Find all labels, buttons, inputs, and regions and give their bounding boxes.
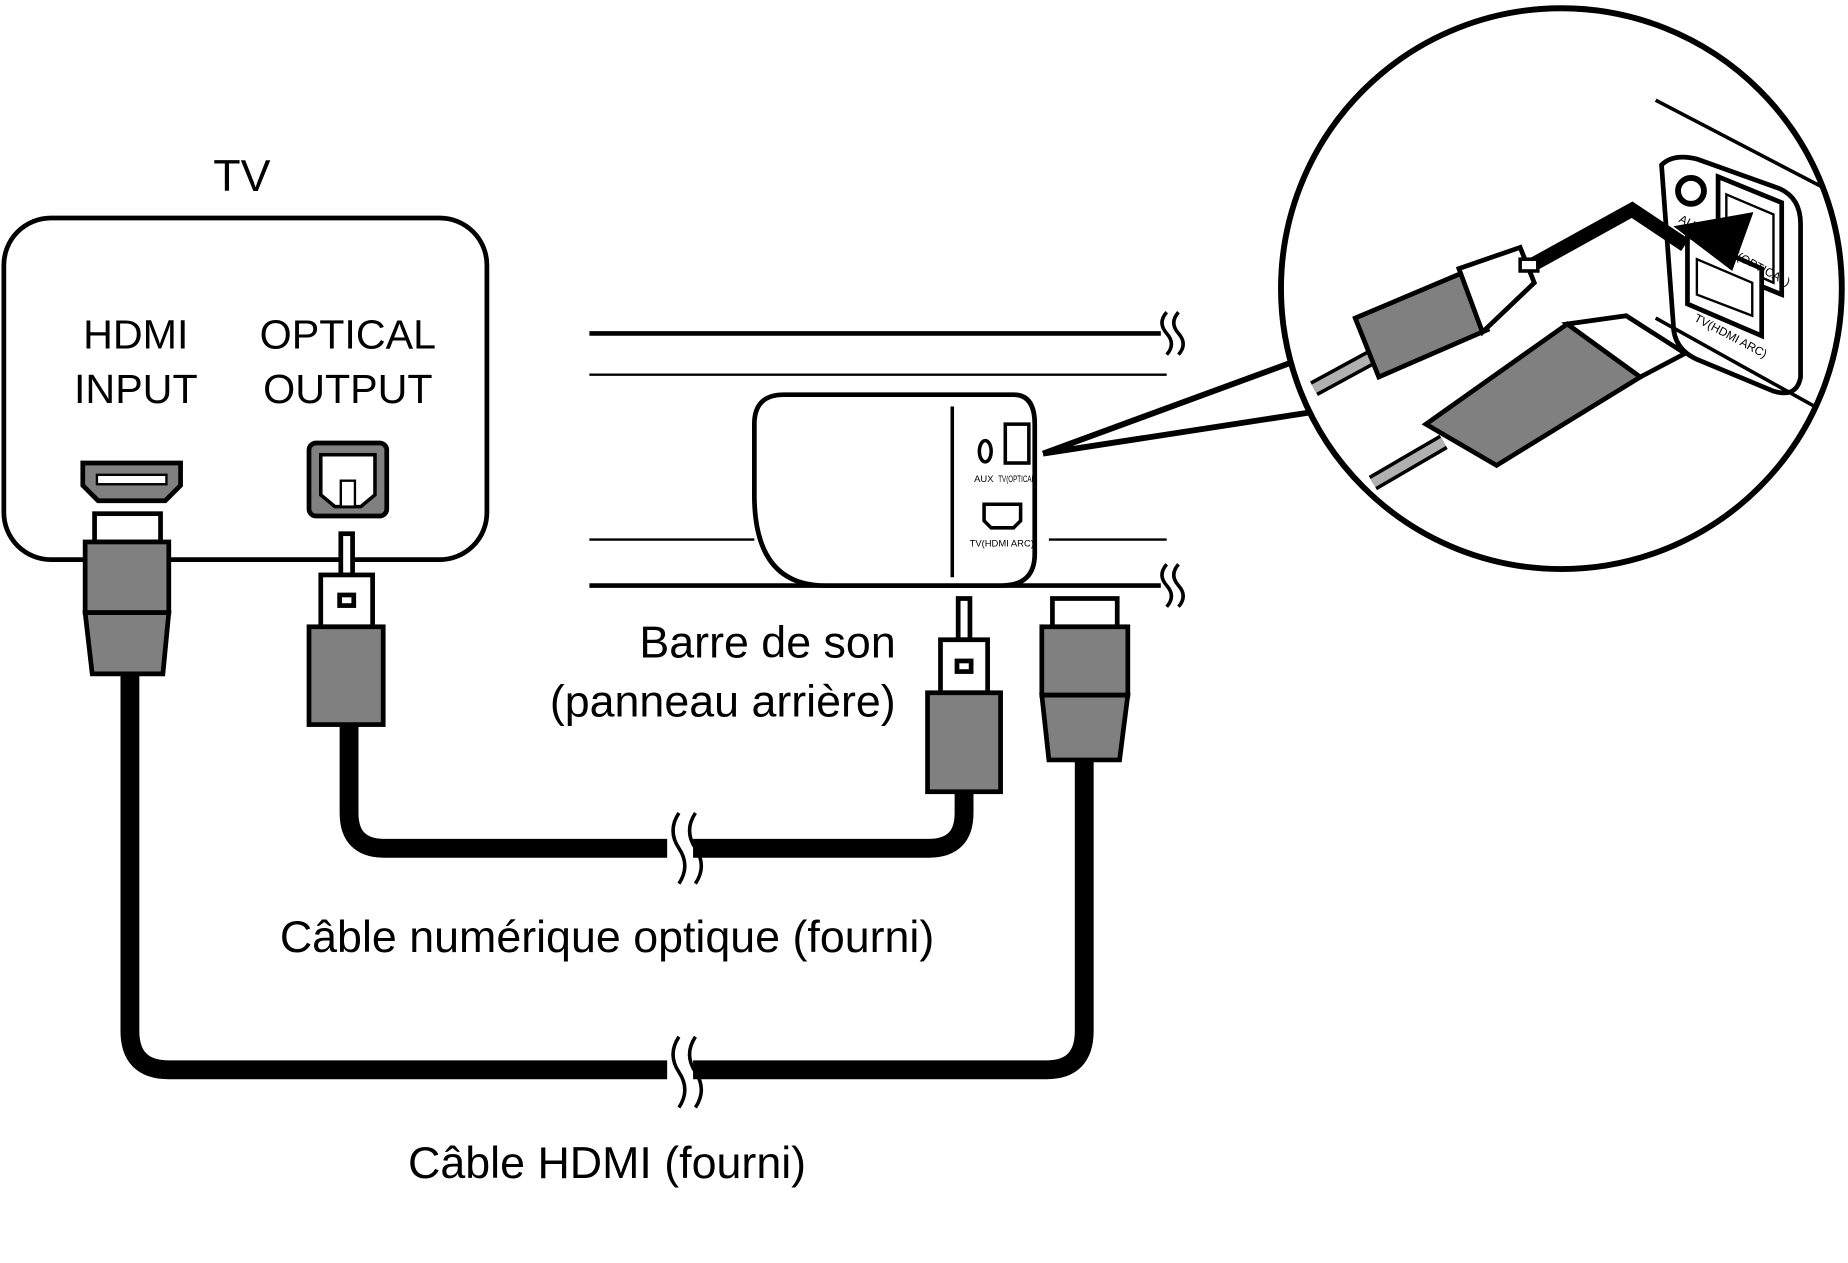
optical-plug-soundbar [925, 596, 1003, 795]
hdmi-cable [120, 673, 1094, 1080]
callout-pointer [1041, 360, 1311, 457]
optical-output-label-1: OPTICAL [260, 312, 436, 358]
soundbar: AUX TV(OPTICAL) TV(HDMI ARC) [589, 311, 1185, 608]
optical-plug-tv [306, 531, 386, 727]
soundbar-hdmi-label: TV(HDMI ARC) [970, 538, 1034, 549]
optical-cable [339, 724, 974, 858]
callout-optical-plug [1310, 244, 1540, 397]
soundbar-label-1: Barre de son [639, 617, 895, 667]
optical-output-label-2: OUTPUT [263, 366, 432, 412]
tv-box [1, 215, 490, 562]
hdmi-plug-soundbar [1039, 596, 1131, 763]
soundbar-label-2: (panneau arrière) [550, 676, 896, 726]
callout-circle [1278, 5, 1845, 573]
optical-port-icon [306, 440, 390, 519]
hdmi-input-label-1: HDMI [83, 312, 188, 358]
callout-zoom: AUX TV(OPTICAL) TV(HDMI ARC) [1280, 8, 1842, 570]
hdmi-cable-label: Câble HDMI (fourni) [408, 1138, 806, 1188]
soundbar-aux-label: AUX [974, 473, 994, 484]
hdmi-plug-tv [82, 511, 172, 677]
hdmi-input-label-2: INPUT [74, 366, 198, 412]
tv-title: TV [213, 151, 270, 201]
optical-cable-label: Câble numérique optique (fourni) [280, 912, 934, 962]
hdmi-port-icon [80, 460, 183, 504]
soundbar-optical-label: TV(OPTICAL) [998, 473, 1037, 484]
callout-hdmi-plug [1368, 313, 1690, 491]
cable-break-icon [667, 811, 704, 1109]
